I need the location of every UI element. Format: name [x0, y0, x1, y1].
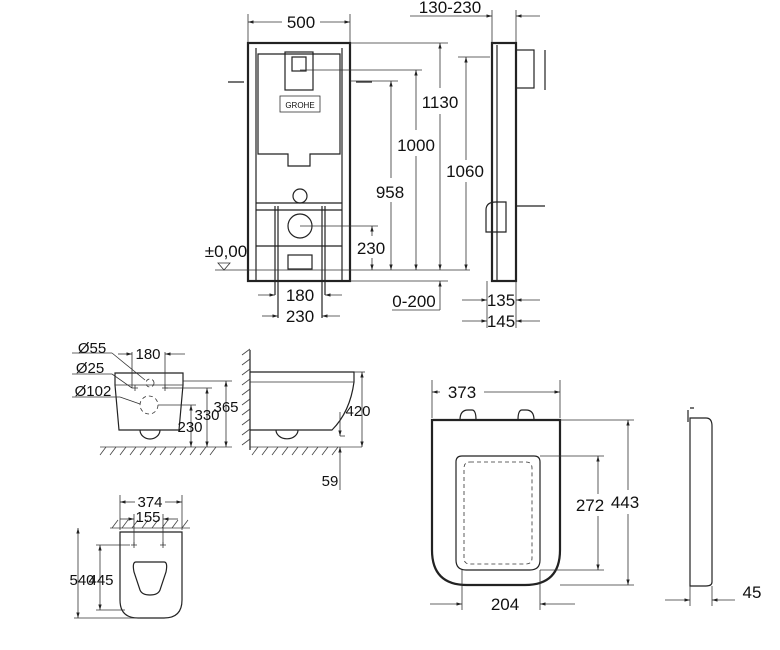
installation-frame-front: GROHE [228, 41, 372, 318]
bowl-front-view: Ø55 Ø25 Ø102 180 365 330 230 [72, 340, 239, 456]
dim-180-frame: 180 [286, 286, 314, 305]
front-dimensions: 500 1130 1000 958 230 ±0,00 0-200 180 23… [205, 13, 470, 326]
dia-25: Ø25 [76, 360, 104, 377]
floor-hatch [99, 446, 217, 456]
dim-204: 204 [491, 595, 519, 614]
dim-59: 59 [322, 473, 339, 490]
installation-frame-side: 130-230 1060 135 145 [410, 0, 546, 331]
dim-0-200: 0-200 [392, 292, 435, 311]
dim-130-230: 130-230 [419, 0, 481, 17]
bowl-top-view: 374 155 540 445 [69, 494, 190, 619]
dim-230-height: 230 [357, 239, 385, 258]
dim-540: 540 [69, 572, 94, 589]
dia-55: Ø55 [78, 340, 106, 357]
dim-374: 374 [137, 494, 162, 511]
dim-958: 958 [376, 183, 404, 202]
dim-180-holes: 180 [135, 346, 160, 363]
dim-445: 445 [88, 572, 113, 589]
dim-420: 420 [345, 403, 370, 420]
dim-500: 500 [287, 13, 315, 32]
dia-102: Ø102 [75, 383, 112, 400]
grohe-logo [279, 95, 321, 113]
ground-level-label: ±0,00 [205, 242, 247, 261]
dim-365: 365 [213, 399, 238, 416]
toilet-seat-top-view: 373 272 443 204 [430, 380, 639, 614]
dim-155: 155 [135, 509, 160, 526]
brand-logo-text: GROHE [285, 101, 314, 110]
dim-230-width: 230 [286, 307, 314, 326]
dim-45: 45 [743, 583, 762, 602]
dim-373: 373 [448, 383, 476, 402]
dim-272: 272 [576, 496, 604, 515]
dim-145: 145 [487, 312, 515, 331]
dim-330: 330 [194, 407, 219, 424]
dim-135: 135 [487, 291, 515, 310]
dim-1000: 1000 [397, 136, 435, 155]
dim-1130: 1130 [422, 93, 459, 112]
dim-443: 443 [611, 493, 639, 512]
dim-230-outlet: 230 [177, 419, 202, 436]
toilet-seat-side-view: 45 [665, 407, 762, 606]
dim-1060: 1060 [446, 162, 484, 181]
bowl-side-view: 420 59 [241, 348, 371, 490]
